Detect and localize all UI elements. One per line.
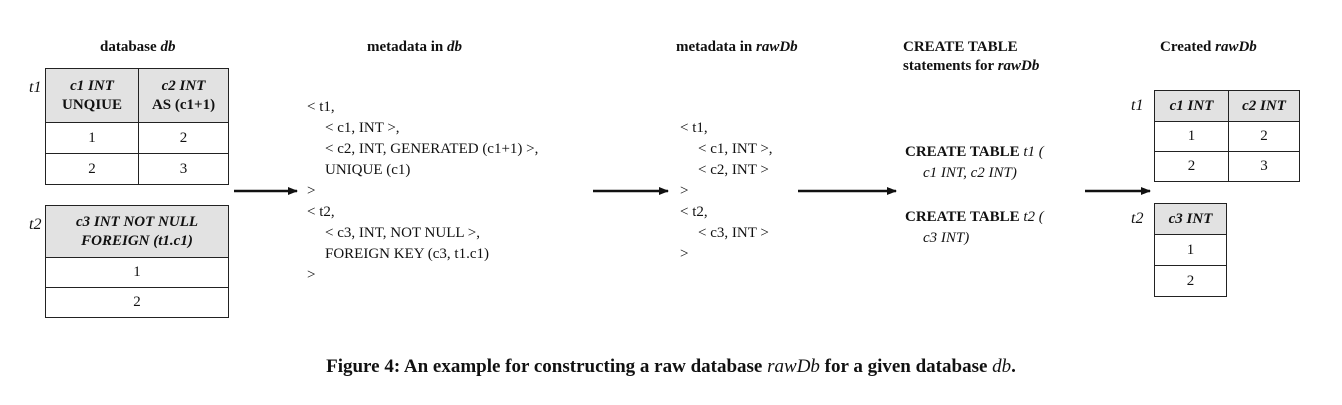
metadata-line: < c3, INT > — [698, 225, 769, 241]
table-row: 2 3 — [1154, 151, 1300, 182]
metadata-line: > — [307, 183, 316, 199]
metadata-line: < c2, INT, GENERATED (c1+1) >, — [325, 141, 539, 157]
metadata-line: < t2, — [307, 204, 335, 220]
metadata-line: > — [307, 267, 316, 283]
table-cell: 3 — [1228, 151, 1300, 182]
create-statement-t1: CREATE TABLE t1 ( c1 INT, c2 INT) — [905, 144, 1044, 181]
metadata-db-block: < t1, < c1, INT >, < c2, INT, GENERATED … — [307, 97, 538, 286]
table-cell: 2 — [45, 153, 139, 185]
metadata-line: > — [680, 246, 689, 262]
metadata-line: < t1, — [680, 120, 708, 136]
table-row: 2 3 — [45, 153, 229, 185]
metadata-line: < c3, INT, NOT NULL >, — [325, 225, 480, 241]
header-metadata-db: metadata in db — [367, 39, 462, 55]
table-cell: 1 — [1154, 234, 1227, 266]
create-statement-t2: CREATE TABLE t2 ( c3 INT) — [905, 209, 1044, 246]
metadata-line: < t2, — [680, 204, 708, 220]
raw-table-t2: c3 INT 1 2 — [1154, 203, 1227, 297]
table-cell: 3 — [138, 153, 229, 185]
table-cell: 2 — [45, 287, 229, 318]
db-t1-label: t1 — [29, 79, 42, 96]
figure-caption: Figure 4: An example for constructing a … — [326, 356, 1016, 377]
raw-t1-label: t1 — [1131, 97, 1144, 114]
table-row: 1 — [1154, 234, 1227, 266]
table-cell: 1 — [45, 122, 139, 154]
table-row: 1 2 — [1154, 121, 1300, 152]
table-cell: 2 — [1228, 121, 1300, 152]
table-cell: 2 — [1154, 265, 1227, 297]
metadata-rawdb-block: < t1, < c1, INT >, < c2, INT > > < t2, <… — [680, 118, 773, 265]
header-metadata-rawdb: metadata in rawDb — [676, 39, 798, 55]
db-table-t1: c1 INT UNQIUE c2 INT AS (c1+1) 1 2 2 3 — [45, 68, 229, 185]
db-t1-col1-header: c1 INT UNQIUE — [45, 68, 139, 123]
metadata-line: UNIQUE (c1) — [325, 162, 411, 178]
db-t1-col2-header: c2 INT AS (c1+1) — [138, 68, 229, 123]
metadata-line: < c1, INT >, — [325, 120, 400, 136]
db-t2-label: t2 — [29, 216, 42, 233]
table-row: 2 — [45, 287, 229, 318]
metadata-line: < c2, INT > — [698, 162, 769, 178]
metadata-line: < c1, INT >, — [698, 141, 773, 157]
raw-t1-col1-header: c1 INT — [1154, 90, 1229, 122]
metadata-line: FOREIGN KEY (c3, t1.c1) — [325, 246, 489, 262]
raw-t2-label: t2 — [1131, 210, 1144, 227]
raw-t2-col1-header: c3 INT — [1154, 203, 1227, 235]
metadata-line: < t1, — [307, 99, 335, 115]
raw-table-t1: c1 INT c2 INT 1 2 2 3 — [1154, 90, 1300, 182]
table-cell: 1 — [1154, 121, 1229, 152]
table-row: 2 — [1154, 265, 1227, 297]
raw-t1-col2-header: c2 INT — [1228, 90, 1300, 122]
metadata-line: > — [680, 183, 689, 199]
header-create-table: CREATE TABLE statements for rawDb — [903, 39, 1040, 74]
header-database-db: database db — [100, 39, 176, 55]
db-table-t2: c3 INT NOT NULL FOREIGN (t1.c1) 1 2 — [45, 205, 229, 318]
db-t2-col1-header: c3 INT NOT NULL FOREIGN (t1.c1) — [45, 205, 229, 258]
header-created-rawdb: Created rawDb — [1160, 39, 1257, 55]
